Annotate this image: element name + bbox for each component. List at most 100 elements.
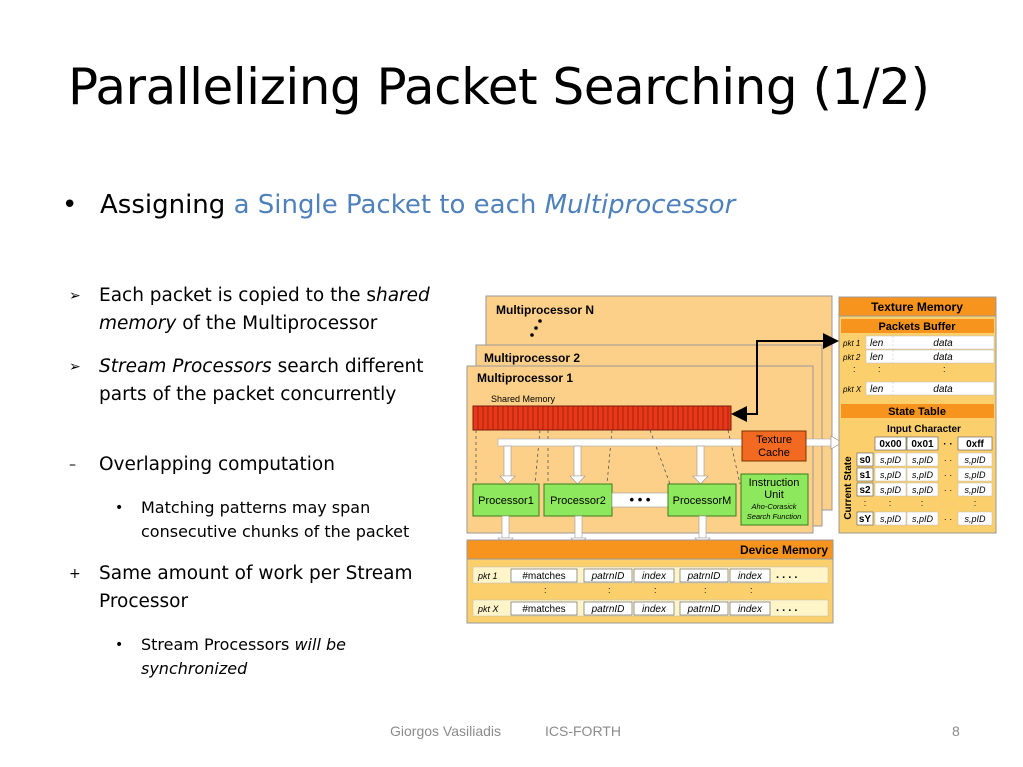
processor-1-box <box>472 483 540 517</box>
dm-cell: #matches <box>522 571 565 582</box>
point-same-work: + Same amount of work per Stream Process… <box>69 560 413 616</box>
arrow-marker: ➢ <box>69 288 81 304</box>
current-state-label: Current State <box>843 456 854 520</box>
packets-buffer-label: Packets Buffer <box>878 321 956 333</box>
bullet-marker: • <box>62 190 78 220</box>
pkt-data: data <box>933 338 953 349</box>
dm-cell: index <box>738 604 763 615</box>
processor-m-label: ProcessorM <box>673 495 732 507</box>
point-text: parts of the packet concurrently <box>99 384 397 405</box>
dm-row-label: pkt X <box>477 604 500 614</box>
point-text: search different <box>271 356 424 377</box>
svg-text:· ·: · · <box>944 455 953 465</box>
state-col-header: · · <box>943 439 952 450</box>
svg-text:· ·: · · <box>944 470 953 480</box>
dm-cell: index <box>642 571 667 582</box>
multiprocessor-1-label: Multiprocessor 1 <box>477 371 573 385</box>
state-cell: s,pID <box>912 485 934 495</box>
state-cell: s,pID <box>912 514 934 524</box>
plus-marker: + <box>69 566 81 582</box>
svg-text::: : <box>974 498 977 508</box>
point-text: Processor <box>99 591 189 612</box>
pkt-row-label: pkt X <box>842 385 862 394</box>
main-bullet: •Assigning a Single Packet to each Multi… <box>62 190 735 220</box>
device-memory-label: Device Memory <box>740 543 828 557</box>
svg-text::: : <box>921 498 924 508</box>
instruction-unit-label: Instruction <box>749 477 800 489</box>
state-col-header: 0x01 <box>911 439 934 450</box>
processor-1-label: Processor1 <box>478 495 534 507</box>
point-text: Matching patterns may span <box>141 498 371 517</box>
point-text-italic: hared <box>376 285 430 306</box>
shared-memory-bar <box>472 405 732 431</box>
svg-text:· ·: · · <box>944 514 953 524</box>
page-number: 8 <box>952 723 960 739</box>
dm-cell: index <box>642 604 667 615</box>
svg-text::: : <box>544 585 547 595</box>
bullet-blue-text: a Single Packet to each <box>233 190 545 220</box>
slide-title: Parallelizing Packet Searching (1/2) <box>68 58 930 116</box>
point-text-italic: Stream Processors <box>99 356 272 377</box>
dm-cell: patrnID <box>591 571 625 582</box>
state-cell: s,pID <box>912 470 934 480</box>
shared-memory-label: Shared Memory <box>491 394 556 404</box>
input-character-label: Input Character <box>887 424 961 435</box>
dm-cell: patrnID <box>591 604 625 615</box>
svg-text::: : <box>608 585 611 595</box>
state-cell: s,pID <box>964 514 986 524</box>
dm-cell: #matches <box>522 604 565 615</box>
svg-text:· ·: · · <box>944 485 953 495</box>
point-text: Each packet is copied to the s <box>99 285 376 306</box>
point-text-italic: will be <box>294 635 346 654</box>
state-row-header: s2 <box>859 485 871 496</box>
texture-cache-label: Cache <box>758 447 790 459</box>
state-cell: s,pID <box>880 485 902 495</box>
instruction-unit-sub: Search Function <box>747 512 802 521</box>
state-row-header: s0 <box>859 455 871 466</box>
footer-author: Giorgos Vasiliadis <box>390 723 502 739</box>
pkt-data: data <box>933 384 953 395</box>
texture-cache-box <box>741 430 807 462</box>
svg-text::: : <box>889 498 892 508</box>
pkt-row-label: pkt 2 <box>842 353 861 362</box>
state-cell: s,pID <box>880 514 902 524</box>
state-col-header: 0x00 <box>879 439 902 450</box>
point-synchronized: • Stream Processors will be synchronized <box>115 633 346 681</box>
point-overlapping: – Overlapping computation <box>69 451 335 479</box>
point-text-italic: synchronized <box>141 659 248 678</box>
state-cell: s,pID <box>912 455 934 465</box>
dash-marker: – <box>69 457 76 473</box>
state-col-header: 0xff <box>966 439 984 450</box>
state-cell: s,pID <box>964 470 986 480</box>
instruction-unit-box <box>740 473 809 526</box>
arrow-marker: ➢ <box>69 359 81 375</box>
pkt-len: len <box>870 338 884 349</box>
processor-2-label: Processor2 <box>550 495 606 507</box>
svg-text::: : <box>853 364 856 374</box>
pkt-data: data <box>933 352 953 363</box>
svg-text::: : <box>750 585 753 595</box>
state-cell: s,pID <box>880 455 902 465</box>
point-text: of the Multiprocessor <box>176 313 378 334</box>
processor-ellipsis: • • • <box>630 492 651 507</box>
state-row-header: s1 <box>859 470 871 481</box>
pkt-row-label: pkt 1 <box>842 339 860 348</box>
dm-row-label: pkt 1 <box>477 571 498 581</box>
svg-text::: : <box>704 585 707 595</box>
point-text: Stream Processors <box>141 635 295 654</box>
point-text: Same amount of work per Stream <box>99 563 413 584</box>
texture-memory-label: Texture Memory <box>871 300 963 314</box>
state-cell: s,pID <box>964 455 986 465</box>
point-shared-memory: ➢ Each packet is copied to the shared me… <box>69 282 430 338</box>
dot-marker: • <box>115 637 124 653</box>
pkt-len: len <box>870 384 884 395</box>
point-stream-processors: ➢ Stream Processors search different par… <box>69 353 424 409</box>
instruction-unit-sub: Aho-Corasick <box>750 502 797 511</box>
point-matching-patterns: • Matching patterns may span consecutive… <box>115 496 409 544</box>
dm-cell: patrnID <box>687 571 721 582</box>
state-cell: s,pID <box>880 470 902 480</box>
svg-text::: : <box>878 364 881 374</box>
instruction-unit-label: Unit <box>764 489 784 501</box>
processor-m-box <box>667 483 737 517</box>
